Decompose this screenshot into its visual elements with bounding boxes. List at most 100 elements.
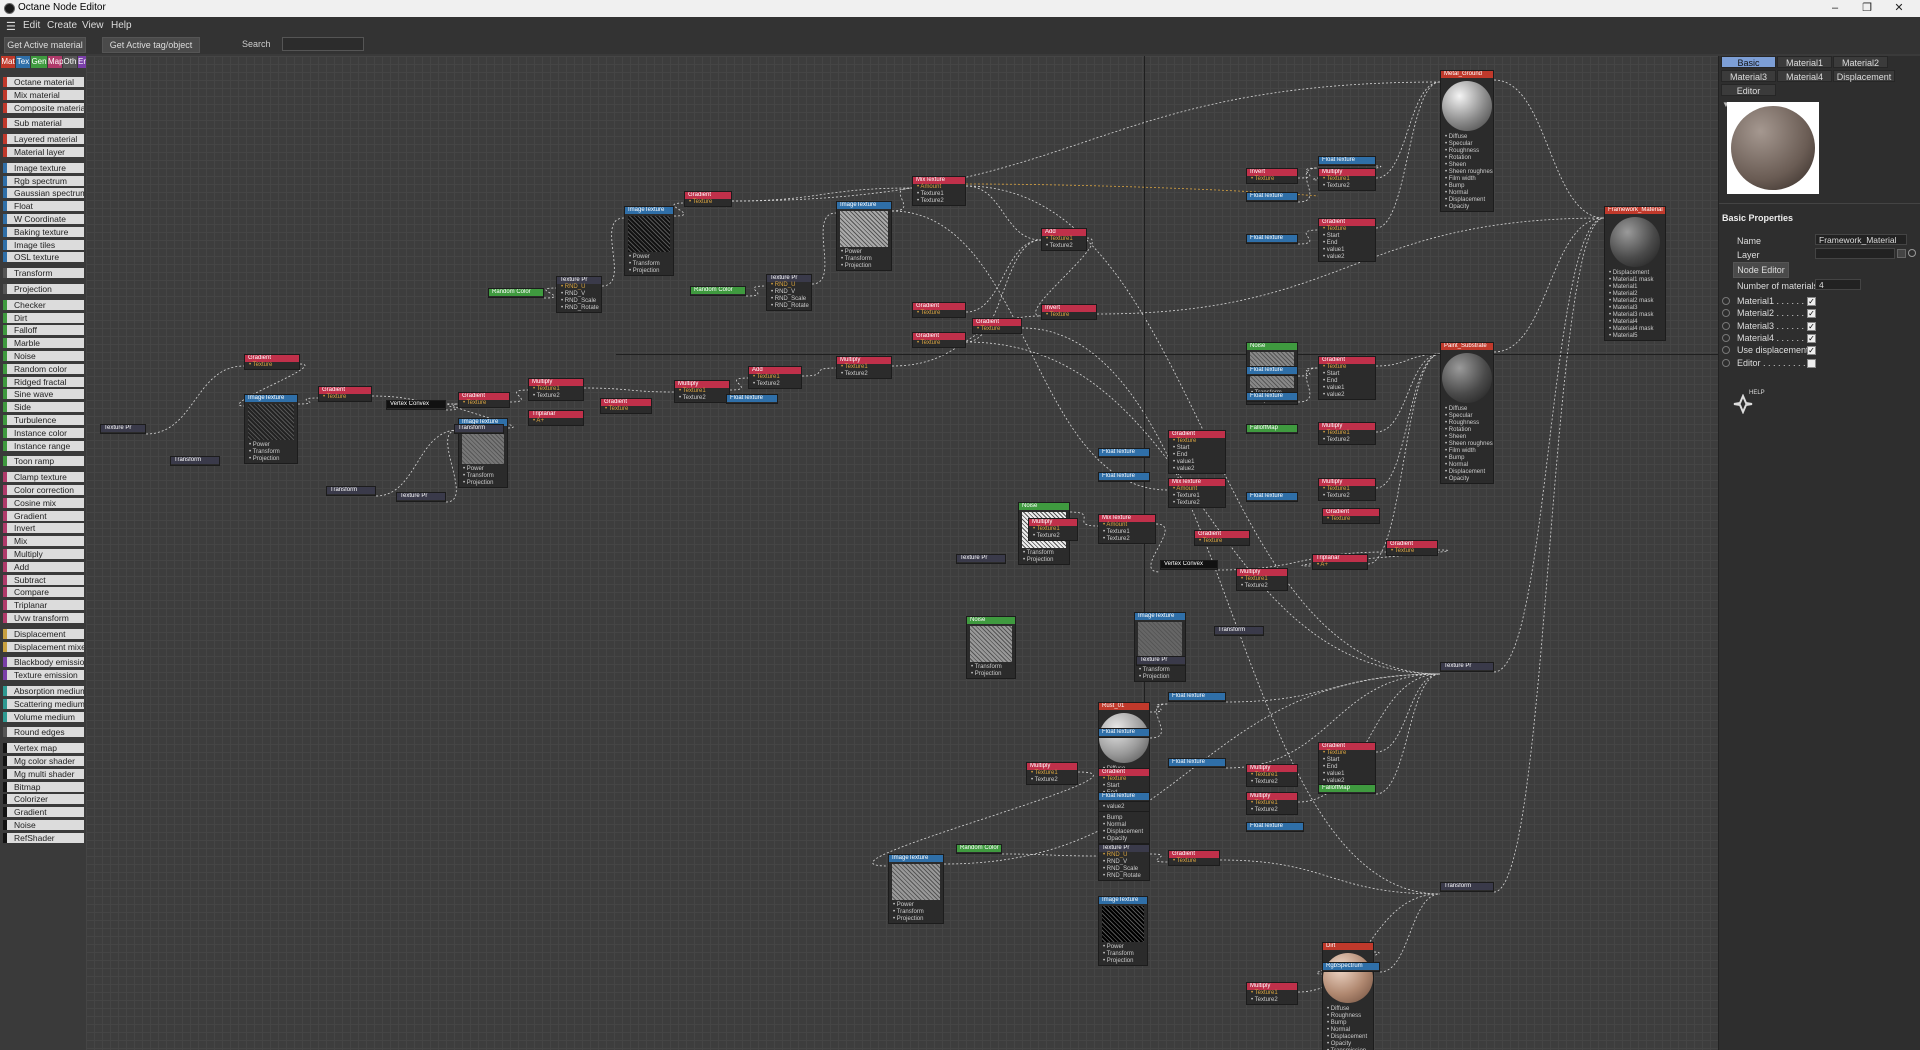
hamburger-icon[interactable]: ☰ xyxy=(6,21,16,33)
tab-material3[interactable]: Material3 xyxy=(1721,70,1776,82)
node-pin[interactable]: • Opacity xyxy=(1327,1041,1352,1047)
node-texture-pr[interactable]: Texture Pr xyxy=(396,492,446,502)
node-pin[interactable]: • Texture xyxy=(917,310,941,316)
library-item-w-coordinate[interactable]: W Coordinate xyxy=(3,214,84,224)
node-pin[interactable]: • Displacement xyxy=(1445,469,1486,475)
node-pin[interactable]: • Normal xyxy=(1327,1027,1351,1033)
node-header[interactable]: FloatTexture xyxy=(1099,473,1149,480)
node-header[interactable]: Multiply xyxy=(529,379,583,386)
node-pin[interactable]: • Texture2 xyxy=(1031,777,1058,783)
node-pin[interactable]: • Opacity xyxy=(1445,204,1470,210)
node-header[interactable]: Texture Pr xyxy=(557,277,601,284)
node-pin[interactable]: • Transform xyxy=(841,256,872,262)
node-multiply[interactable]: Multiply• Texture1• Texture2 xyxy=(674,380,730,403)
node-pin[interactable]: • Texture xyxy=(1103,776,1127,782)
node-gradient[interactable]: Gradient• Texture• Start• End• value1• v… xyxy=(1168,430,1226,474)
library-item-side[interactable]: Side xyxy=(3,402,84,413)
node-floattexture[interactable]: FloatTexture xyxy=(1246,366,1298,376)
node-pin[interactable]: • RND_Scale xyxy=(771,296,807,302)
node-floattexture[interactable]: FloatTexture xyxy=(1098,472,1150,482)
library-item-transform[interactable]: Transform xyxy=(3,268,84,279)
library-item-gradient[interactable]: Gradient xyxy=(3,807,84,818)
node-texture-pr[interactable]: Texture Pr• RND_U• RND_V• RND_Scale• RND… xyxy=(766,274,812,311)
node-pin[interactable]: • Texture xyxy=(605,406,629,412)
node-pin[interactable]: • Projection xyxy=(249,456,280,462)
node-pin[interactable]: • RND_U xyxy=(561,284,586,290)
node-header[interactable]: Gradient xyxy=(1319,743,1375,750)
get-active-material-button[interactable]: Get Active material xyxy=(4,37,86,53)
node-pin[interactable]: • Texture2 xyxy=(1173,500,1200,506)
library-item-ridged-fractal[interactable]: Ridged fractal xyxy=(3,376,84,387)
node-header[interactable]: FloatTexture xyxy=(1169,693,1225,700)
node-header[interactable]: Random Color xyxy=(957,845,1001,852)
node-pin[interactable]: • Diffuse xyxy=(1445,134,1468,140)
node-editor-button[interactable]: Node Editor xyxy=(1733,262,1789,278)
layer-dropdown-icon[interactable] xyxy=(1897,249,1906,258)
node-pin[interactable]: • End xyxy=(1173,452,1188,458)
node-header[interactable]: Random Color xyxy=(489,289,543,296)
check-row-checkbox[interactable]: ✓ xyxy=(1807,297,1816,306)
node-pin[interactable]: • Amount xyxy=(1173,486,1198,492)
node-pin[interactable]: • Bump xyxy=(1327,1020,1347,1026)
node-pin[interactable]: • Texture2 xyxy=(917,198,944,204)
check-row-checkbox[interactable]: ✓ xyxy=(1807,333,1816,343)
node-multiply[interactable]: Multiply• Texture1• Texture2 xyxy=(1246,982,1298,1005)
node-header[interactable]: Multiply xyxy=(1237,569,1287,576)
library-item-dirt[interactable]: Dirt xyxy=(3,312,84,323)
node-floattexture[interactable]: FloatTexture xyxy=(1318,156,1376,166)
node-pin[interactable]: • Texture2 xyxy=(1323,437,1350,443)
node-vertex-convex[interactable]: Vertex Convex xyxy=(1160,560,1218,570)
node-header[interactable]: MixTexture xyxy=(1169,479,1225,486)
node-transform[interactable]: Transform xyxy=(170,456,220,466)
node-pin[interactable]: • Displacement xyxy=(1609,270,1650,276)
node-pin[interactable]: • Projection xyxy=(1023,557,1054,563)
node-pin[interactable]: • Texture xyxy=(1251,176,1275,182)
node-header[interactable]: FalloffMap xyxy=(1247,425,1297,432)
node-gradient[interactable]: Gradient• Texture xyxy=(1194,530,1250,546)
node-header[interactable]: Transform xyxy=(1215,627,1263,634)
node-pin[interactable]: • Material1 xyxy=(1609,284,1638,290)
node-pin[interactable]: • Opacity xyxy=(1445,476,1470,482)
node-header[interactable]: Transform xyxy=(171,457,219,464)
node-header[interactable]: Texture Pr xyxy=(397,493,445,500)
node-pin[interactable]: • Material5 xyxy=(1609,333,1638,339)
node-pin[interactable]: • RND_Scale xyxy=(1103,866,1139,872)
node-header[interactable]: Transform xyxy=(327,487,375,494)
node-pin[interactable]: • Projection xyxy=(971,671,1002,677)
node-header[interactable]: FloatTexture xyxy=(1319,157,1375,164)
close-icon[interactable]: ✕ xyxy=(1894,2,1904,14)
library-item-instance-range[interactable]: Instance range xyxy=(3,440,84,451)
node-pin[interactable]: • Displacement xyxy=(1445,197,1486,203)
category-tab-oth[interactable]: Oth xyxy=(63,56,77,68)
node-header[interactable]: Gradient xyxy=(601,399,651,406)
node-header[interactable]: Texture Pr xyxy=(1099,845,1149,852)
tab-material1[interactable]: Material1 xyxy=(1777,56,1832,68)
tab-displacement[interactable]: Displacement xyxy=(1833,70,1895,82)
node-pin[interactable]: • RND_Scale xyxy=(561,298,597,304)
node-pin[interactable]: • Start xyxy=(1323,371,1340,377)
library-item-cosine-mix[interactable]: Cosine mix xyxy=(3,497,84,508)
library-item-noise[interactable]: Noise xyxy=(3,351,84,361)
check-row-radio-icon[interactable] xyxy=(1722,346,1730,355)
library-item-float[interactable]: Float xyxy=(3,201,84,212)
tab-material4[interactable]: Material4 xyxy=(1777,70,1832,82)
node-pin[interactable]: • Power xyxy=(463,466,484,472)
node-header[interactable]: Multiply xyxy=(1247,765,1297,772)
category-tab-tex[interactable]: Tex xyxy=(16,56,30,68)
node-pin[interactable]: • Power xyxy=(629,254,650,260)
check-row-checkbox[interactable]: ✓ xyxy=(1807,321,1816,331)
node-multiply[interactable]: Multiply• Texture1• Texture2 xyxy=(1318,478,1376,501)
node-pin[interactable]: • Bump xyxy=(1103,815,1123,821)
node-header[interactable]: Vertex Convex xyxy=(1161,561,1217,568)
node-header[interactable]: FloatTexture xyxy=(1099,793,1149,800)
library-item-baking-texture[interactable]: Baking texture xyxy=(3,226,84,237)
minimize-icon[interactable]: – xyxy=(1831,2,1839,14)
node-header[interactable]: Multiply xyxy=(1319,479,1375,486)
preview-collapse-icon[interactable]: ▼ xyxy=(1722,100,1730,109)
node-pin[interactable]: • Texture xyxy=(323,394,347,400)
node-pin[interactable]: • value2 xyxy=(1173,466,1195,472)
node-header[interactable]: FloatTexture xyxy=(1247,823,1303,830)
node-pin[interactable]: • value1 xyxy=(1173,459,1195,465)
library-item-falloff[interactable]: Falloff xyxy=(3,325,84,336)
node-multiply[interactable]: Multiply• Texture1• Texture2 xyxy=(1028,518,1078,541)
